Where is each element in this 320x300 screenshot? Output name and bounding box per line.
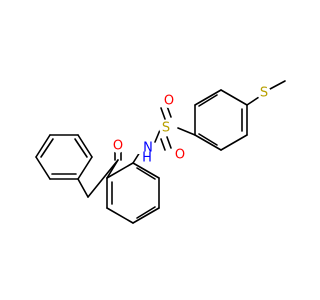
bond-so-top-a [160, 107, 166, 120]
bond-ring2-3 [106, 207, 134, 224]
bond-so-bottom-a [166, 136, 172, 149]
atom-thioether-s: S [257, 86, 271, 101]
sulfonyl-s-label: S [162, 121, 170, 136]
ketone-o-label: O [113, 139, 123, 154]
bond-ring1-2 [220, 134, 248, 151]
molecule-canvas: S S O O N H O [35, 80, 286, 224]
nh-h-label: H [142, 151, 152, 166]
bond-ring3-double-c [74, 138, 88, 158]
benzene-ring-sulfonyl [194, 89, 248, 151]
bond-aryl-sulfonyl [177, 127, 196, 136]
bond-ring3-6 [77, 156, 93, 180]
bond-s-aryl [246, 96, 260, 106]
benzene-ring-aniline [106, 162, 160, 224]
bond-ring1-double-c [198, 94, 218, 107]
bond-ring1-double-b [198, 133, 218, 146]
atom-sulfonyl-s: S [159, 121, 173, 136]
bond-ring3-2 [35, 156, 51, 180]
bond-so-bottom-b [160, 138, 166, 151]
atom-nh: N H [138, 140, 154, 166]
bond-ring2-6 [132, 162, 160, 179]
thioether-s-label: S [260, 86, 268, 101]
atom-ketone-o: O [111, 139, 125, 154]
benzene-ring-phenyl [35, 134, 93, 180]
sulfonyl-o-top-label: O [164, 94, 174, 109]
bond-s-n [154, 129, 161, 143]
bond-carbonyl-ch2 [87, 159, 119, 198]
bonds [35, 80, 286, 224]
atom-labels: S S O O N H O [111, 86, 271, 166]
bond-ring3-double-b [40, 138, 54, 158]
bond-ring2-4 [132, 207, 160, 224]
sulfonyl-o-bottom-label: O [175, 148, 185, 163]
bond-ring1-3 [194, 134, 222, 151]
bond-ring2-1 [106, 162, 134, 179]
bond-ch2-phenyl [77, 178, 89, 198]
bond-ring3-5 [77, 134, 93, 158]
bond-ring1-6 [220, 89, 248, 106]
bond-ring2-double-c [136, 167, 156, 180]
bond-ring2-double-b [136, 206, 156, 219]
bond-ring3-3 [35, 134, 51, 158]
atom-sulfonyl-o-top: O [162, 94, 176, 109]
nh-n-label: N [143, 141, 153, 156]
bond-ring1-5 [194, 89, 222, 106]
molecule-structure: S S O O N H O [35, 80, 286, 224]
bond-methyl-s [269, 80, 286, 90]
atom-sulfonyl-o-bottom: O [173, 148, 187, 163]
